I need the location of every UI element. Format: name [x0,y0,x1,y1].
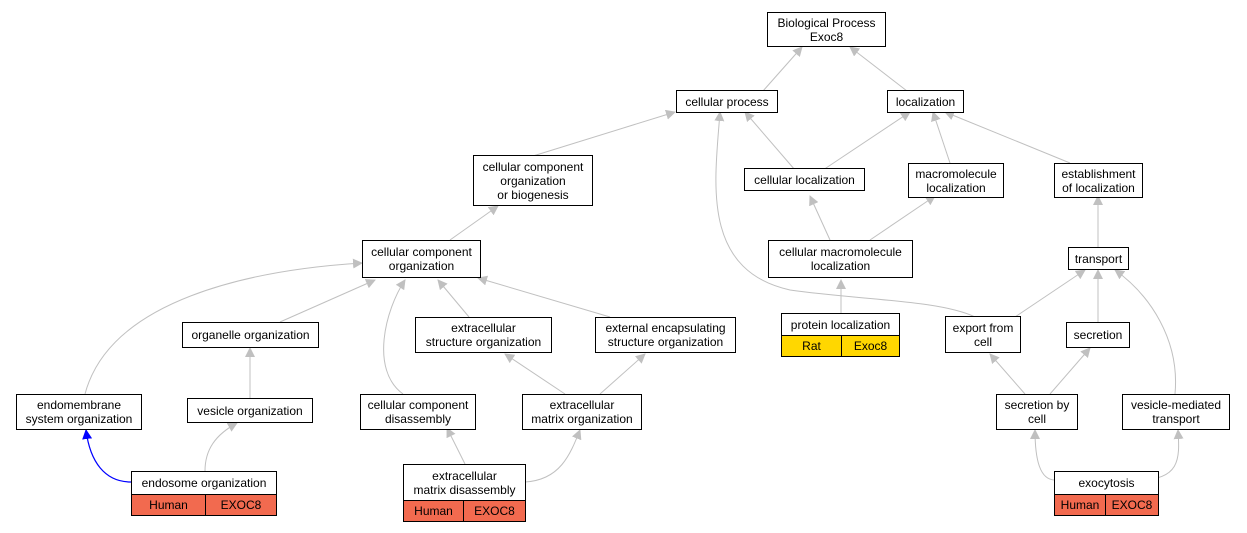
edge-cco-to-ccobiogenesis [449,205,499,241]
edge-macromolecule-localization-to-localization [931,111,951,164]
edge-export-to-transport [1014,269,1086,318]
edge-extracellular-structure-to-cco [437,279,470,318]
edge-secretion-by-cell-to-export [989,353,1026,395]
annotation-gene-ecm-disassembly: EXOC8 [463,500,526,522]
annotation-gene-endosome: EXOC8 [205,494,277,516]
edge-cellular-process-to-root [762,46,803,92]
node-extracellular-structure-organization[interactable]: extracellular structure organization [415,317,552,353]
node-cellular-component-organization[interactable]: cellular component organization [362,240,481,278]
edge-exocytosis-to-secretion-by-cell [1030,429,1056,481]
edge-ccobiogenesis-to-cellular-process [532,109,676,157]
edge-secretion-by-cell-to-secretion [1049,347,1091,395]
edge-ecm-disassembly-to-disassembly [446,427,466,465]
node-cellular-component-disassembly[interactable]: cellular component disassembly [360,394,476,430]
edge-cellular-localization-to-cellular-process [744,111,796,171]
annotation-species-endosome: Human [131,494,206,516]
node-cellular-process[interactable]: cellular process [676,90,778,113]
node-vesicle-mediated-transport[interactable]: vesicle-mediated transport [1122,394,1230,430]
edge-endosome-to-endomembrane-highlight [82,429,132,483]
node-vesicle-organization[interactable]: vesicle organization [187,398,313,423]
node-biological-process-root[interactable]: Biological Process Exoc8 [767,12,886,47]
node-endosome-organization[interactable]: endosome organization [131,471,277,495]
node-cellular-macromolecule-localization[interactable]: cellular macromolecule localization [768,240,913,278]
edge-organelle-to-cco [279,279,376,323]
node-localization[interactable]: localization [887,90,964,113]
node-organelle-organization[interactable]: organelle organization [182,322,319,348]
node-external-encapsulating-structure-organization[interactable]: external encapsulating structure organiz… [595,317,736,353]
node-cellular-localization[interactable]: cellular localization [744,168,865,191]
node-exocytosis[interactable]: exocytosis [1054,471,1159,495]
node-secretion-by-cell[interactable]: secretion by cell [996,394,1078,430]
node-extracellular-matrix-organization[interactable]: extracellular matrix organization [522,394,642,430]
edge-external-encapsulating-to-cco [477,275,611,318]
edge-establishment-to-localization [944,110,1071,164]
node-macromolecule-localization[interactable]: macromolecule localization [908,163,1004,198]
node-endomembrane-system-organization[interactable]: endomembrane system organization [16,394,142,430]
edge-cellular-localization-to-localization [822,111,911,171]
edge-export-to-cellular-process [714,111,976,318]
annotation-gene-exocytosis: EXOC8 [1105,494,1159,516]
edge-endosome-to-vesicle-org [204,422,238,472]
node-establishment-of-localization[interactable]: establishment of localization [1054,163,1143,198]
edge-endomembrane-to-cco [84,258,363,395]
node-transport[interactable]: transport [1068,247,1129,270]
annotation-species-ecm-disassembly: Human [403,500,464,522]
node-cellular-component-org-or-biogenesis[interactable]: cellular component organization or bioge… [473,155,593,206]
annotation-gene-protein-localization: Exoc8 [841,335,900,357]
annotation-species-protein-localization: Rat [781,335,842,357]
edge-cellmacro-to-cellular-localization [809,195,831,241]
node-protein-localization[interactable]: protein localization [781,313,900,336]
edge-vesicle-mediated-to-transport [1114,269,1177,395]
annotation-species-exocytosis: Human [1054,494,1106,516]
edge-cellmacro-to-macromolecule-localization [869,195,936,241]
node-extracellular-matrix-disassembly[interactable]: extracellular matrix disassembly [403,464,526,501]
edge-localization-to-root [849,46,908,92]
node-secretion[interactable]: secretion [1066,322,1130,348]
edge-ecm-org-to-extracellular-structure [504,353,566,395]
edge-ecm-disassembly-to-ecm-org [524,429,582,483]
node-export-from-cell[interactable]: export from cell [945,316,1021,353]
edge-ecm-org-to-external-encapsulating [599,353,646,395]
edge-disassembly-to-cco [383,279,406,395]
